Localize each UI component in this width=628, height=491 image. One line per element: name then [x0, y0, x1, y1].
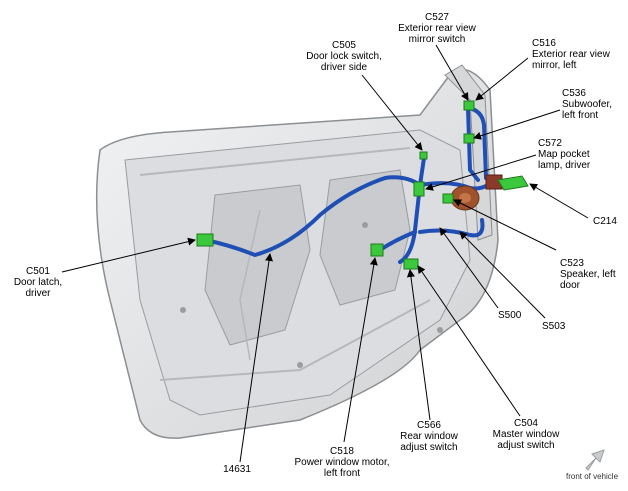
callout-description: Door latch,	[13, 277, 63, 288]
connector-c214-icon	[497, 175, 529, 191]
callout-code: 14631	[223, 464, 251, 475]
callout-description: Power window motor,	[294, 457, 390, 468]
callout-code: C214	[593, 216, 617, 227]
callout-code: C518	[330, 446, 354, 457]
callout-code: C523	[560, 258, 584, 269]
callout-description: left front	[562, 110, 599, 121]
label-c527: C527 Exterior rear view mirror switch	[382, 12, 492, 45]
callout-description: adjust switch	[497, 440, 555, 451]
label-c516: C516 Exterior rear view mirror, left	[532, 38, 624, 71]
callout-description: Exterior rear view	[398, 23, 476, 34]
label-c214: C214	[593, 216, 627, 227]
label-c523: C523 Speaker, left door	[560, 258, 626, 291]
callout-code: C504	[514, 418, 538, 429]
callout-description: door	[560, 280, 581, 291]
callout-description: Map pocket	[538, 149, 590, 160]
connector-c527-icon	[463, 100, 475, 111]
front-arrow-icon	[585, 449, 605, 471]
callout-code: C527	[425, 12, 449, 23]
callout-code: C505	[332, 40, 356, 51]
callout-description: Speaker, left	[560, 269, 616, 280]
callout-code: C501	[26, 266, 50, 277]
callout-description: Rear window	[400, 431, 458, 442]
speaker-icon	[450, 185, 480, 211]
label-c566: C566 Rear window adjust switch	[384, 420, 474, 453]
callout-code: C516	[532, 38, 556, 49]
callout-description: Exterior rear view	[532, 49, 610, 60]
callout-code: S503	[542, 321, 566, 332]
label-c504: C504 Master window adjust switch	[476, 418, 576, 451]
label-c505: C505 Door lock switch, driver side	[294, 40, 394, 73]
connector-c505-icon	[419, 151, 428, 160]
label-c572: C572 Map pocket lamp, driver	[538, 138, 624, 171]
connector-c523-icon	[442, 193, 454, 204]
callout-code: S500	[498, 310, 522, 321]
label-c501: C501 Door latch, driver	[8, 266, 68, 299]
door-panel	[95, 64, 499, 439]
connector-c518-icon	[370, 243, 384, 257]
callout-description: driver	[25, 288, 51, 299]
callout-description: lamp, driver	[538, 160, 591, 171]
callout-description: mirror switch	[408, 34, 466, 45]
label-c518: C518 Power window motor, left front	[284, 446, 400, 479]
front-of-vehicle-label: front of vehicle	[565, 472, 619, 481]
label-14631: 14631	[212, 464, 262, 475]
callout-description: adjust switch	[400, 442, 458, 453]
callout-description: mirror, left	[532, 60, 577, 71]
connector-c566-icon	[403, 258, 419, 270]
callout-description: Subwoofer,	[562, 99, 613, 110]
callout-description: left front	[323, 468, 361, 479]
callout-description: Door lock switch,	[306, 51, 382, 62]
label-s503: S503	[542, 321, 582, 332]
callout-description: Master window	[492, 429, 560, 440]
label-c536: C536 Subwoofer, left front	[562, 88, 626, 121]
callout-code: C566	[417, 420, 441, 431]
connector-c536-icon	[463, 133, 475, 144]
callout-code: C536	[562, 88, 586, 99]
connector-c501-icon	[196, 233, 214, 247]
connector-c572-icon	[413, 181, 425, 197]
callout-description: driver side	[320, 62, 368, 73]
callout-code: C572	[538, 138, 562, 149]
front-of-vehicle-indicator: front of vehicle	[560, 440, 624, 484]
leader-lines	[61, 44, 589, 463]
label-s500: S500	[498, 310, 538, 321]
